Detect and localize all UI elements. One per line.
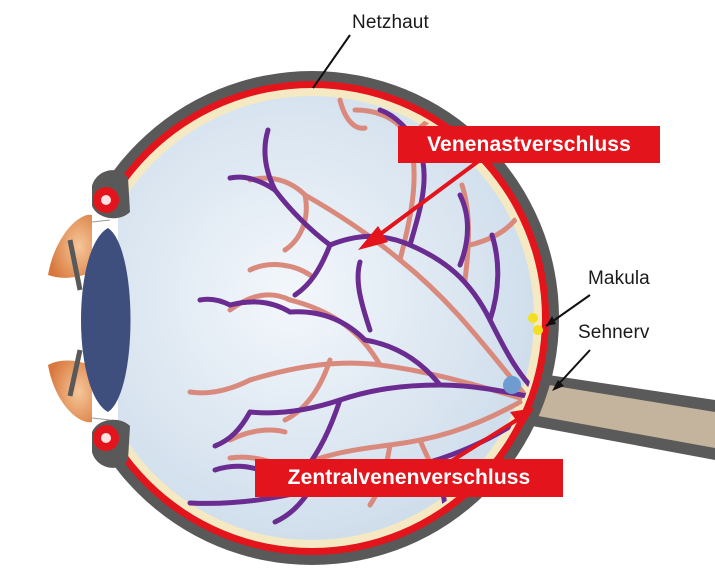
- ciliary-body-bottom: [92, 420, 130, 468]
- netzhaut-label: Netzhaut: [352, 12, 429, 34]
- makula-label: Makula: [588, 268, 650, 290]
- ciliary-body-top: [92, 170, 130, 218]
- optic-disc: [503, 376, 521, 394]
- venenastverschluss-callout: Venenastverschluss: [398, 126, 660, 163]
- sehnerv-label: Sehnerv: [578, 322, 649, 344]
- zentralvenenverschluss-callout: Zentralvenenverschluss: [255, 459, 563, 497]
